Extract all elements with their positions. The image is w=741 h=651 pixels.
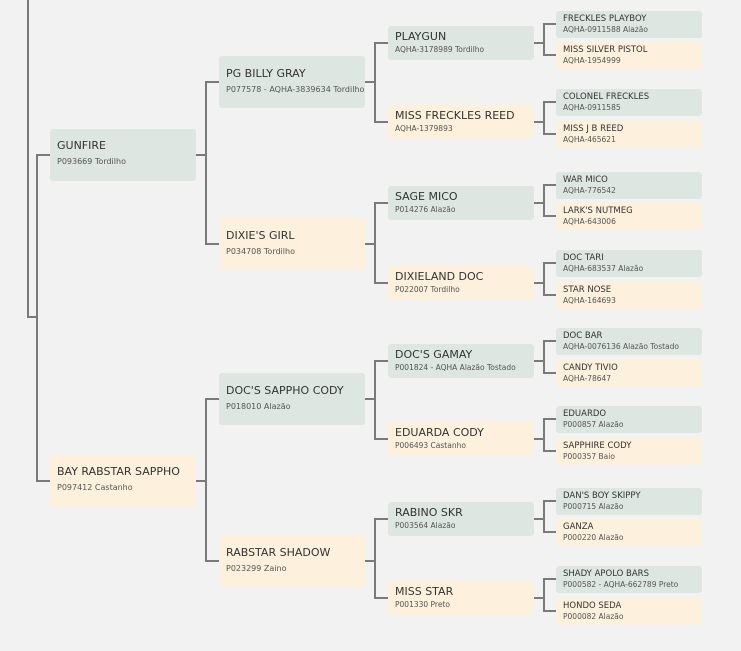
horse-details: AQHA-683537 Alazão [563, 264, 644, 273]
horse-card-g4-1[interactable]: FRECKLES PLAYBOY AQHA-0911588 Alazão [556, 11, 702, 38]
horse-card-g4-5[interactable]: WAR MICO AQHA-776542 [556, 172, 702, 199]
horse-name: STAR NOSE [563, 285, 612, 295]
horse-name: EDUARDO [563, 409, 607, 419]
horse-card-dam-sire[interactable]: DOC'S SAPPHO CODY P018010 Alazão [219, 373, 365, 425]
horse-details: AQHA-0076136 Alazão Tostado [563, 342, 680, 351]
horse-details: P018010 Alazão [226, 402, 291, 411]
horse-name: COLONEL FRECKLES [563, 92, 650, 102]
horse-card-g4-3[interactable]: COLONEL FRECKLES AQHA-0911585 [556, 89, 702, 116]
horse-details: P000357 Baio [563, 452, 615, 461]
horse-details: P000082 Alazão [563, 612, 624, 621]
horse-details: P000220 Alazão [563, 533, 624, 542]
horse-card-g4-15[interactable]: SHADY APOLO BARS P000582 - AQHA-662789 P… [556, 566, 702, 593]
horse-name: BAY RABSTAR SAPPHO [57, 465, 180, 478]
horse-card-dam-dam-sire[interactable]: RABINO SKR P003564 Alazão [388, 502, 534, 536]
horse-name: PG BILLY GRAY [226, 67, 306, 80]
horse-details: P000857 Alazão [563, 420, 624, 429]
horse-card-sire[interactable]: GUNFIRE P093669 Tordilho [50, 129, 196, 181]
horse-name: MISS FRECKLES REED [395, 109, 515, 122]
horse-details: P034708 Tordilho [226, 247, 295, 256]
horse-details: P003564 Alazão [395, 521, 456, 530]
horse-details: AQHA-1379893 [395, 124, 453, 133]
horse-name: RABINO SKR [395, 506, 463, 519]
horse-name: WAR MICO [563, 175, 608, 185]
horse-card-g4-2[interactable]: MISS SILVER PISTOL AQHA-1954999 [556, 42, 702, 69]
horse-card-g4-6[interactable]: LARK'S NUTMEG AQHA-643006 [556, 203, 702, 230]
horse-name: SHADY APOLO BARS [563, 569, 649, 579]
horse-card-dam[interactable]: BAY RABSTAR SAPPHO P097412 Castanho [50, 455, 196, 507]
horse-details: P022007 Tordilho [395, 285, 460, 294]
horse-name: MISS STAR [395, 585, 454, 598]
horse-name: CANDY TIVIO [563, 363, 618, 373]
horse-details: AQHA-776542 [563, 186, 616, 195]
horse-card-sire-sire[interactable]: PG BILLY GRAY P077578 - AQHA-3839634 Tor… [219, 56, 365, 108]
horse-details: AQHA-643006 [563, 217, 616, 226]
horse-name: RABSTAR SHADOW [226, 546, 331, 559]
horse-name: LARK'S NUTMEG [563, 206, 633, 216]
horse-details: P014276 Alazão [395, 205, 456, 214]
horse-card-g4-7[interactable]: DOC TARI AQHA-683537 Alazão [556, 250, 702, 277]
horse-card-g4-14[interactable]: GANZA P000220 Alazão [556, 519, 702, 546]
horse-name: PLAYGUN [395, 30, 447, 43]
horse-name: DOC TARI [563, 253, 604, 263]
horse-details: AQHA-164693 [563, 296, 616, 305]
horse-name: MISS J B REED [563, 124, 624, 134]
horse-card-g4-8[interactable]: STAR NOSE AQHA-164693 [556, 282, 702, 309]
horse-details: P000582 - AQHA-662789 Preto [563, 580, 679, 589]
horse-details: P006493 Castanho [395, 441, 466, 450]
horse-name: SAGE MICO [395, 190, 458, 203]
horse-details: AQHA-0911585 [563, 103, 621, 112]
horse-details: P001330 Preto [395, 600, 450, 609]
horse-name: DAN'S BOY SKIPPY [563, 491, 641, 501]
horse-name: HONDO SEDA [563, 601, 622, 611]
horse-details: P093669 Tordilho [57, 157, 126, 166]
horse-name: SAPPHIRE CODY [563, 441, 632, 451]
horse-details: P001824 - AQHA Alazão Tostado [395, 363, 516, 372]
horse-card-sire-sire-sire[interactable]: PLAYGUN AQHA-3178989 Tordilho [388, 26, 534, 60]
horse-card-g4-13[interactable]: DAN'S BOY SKIPPY P000715 Alazão [556, 488, 702, 515]
horse-name: DOC'S GAMAY [395, 348, 473, 361]
horse-details: P077578 - AQHA-3839634 Tordilho [226, 85, 365, 94]
horse-card-sire-sire-dam[interactable]: MISS FRECKLES REED AQHA-1379893 [388, 105, 534, 139]
horse-details: P023299 Zaino [226, 564, 287, 573]
horse-name: GUNFIRE [57, 139, 106, 152]
horse-card-g4-10[interactable]: CANDY TIVIO AQHA-78647 [556, 360, 702, 387]
horse-card-sire-dam-dam[interactable]: DIXIELAND DOC P022007 Tordilho [388, 266, 534, 300]
horse-details: AQHA-465621 [563, 135, 616, 144]
horse-name: GANZA [563, 522, 594, 532]
horse-card-dam-sire-sire[interactable]: DOC'S GAMAY P001824 - AQHA Alazão Tostad… [388, 344, 534, 378]
horse-card-dam-sire-dam[interactable]: EDUARDA CODY P006493 Castanho [388, 422, 534, 456]
horse-card-g4-11[interactable]: EDUARDO P000857 Alazão [556, 406, 702, 433]
horse-details: P097412 Castanho [57, 483, 133, 492]
horse-details: AQHA-78647 [563, 374, 612, 383]
horse-name: MISS SILVER PISTOL [563, 45, 648, 55]
horse-name: EDUARDA CODY [395, 426, 484, 439]
horse-name: DIXIE'S GIRL [226, 229, 295, 242]
horse-card-dam-dam[interactable]: RABSTAR SHADOW P023299 Zaino [219, 535, 365, 587]
horse-name: DOC'S SAPPHO CODY [226, 384, 344, 397]
horse-details: AQHA-0911588 Alazão [563, 25, 648, 34]
horse-details: P000715 Alazão [563, 502, 624, 511]
horse-name: FRECKLES PLAYBOY [563, 14, 647, 24]
horse-card-g4-9[interactable]: DOC BAR AQHA-0076136 Alazão Tostado [556, 328, 702, 355]
horse-details: AQHA-3178989 Tordilho [395, 45, 485, 54]
horse-card-g4-12[interactable]: SAPPHIRE CODY P000357 Baio [556, 438, 702, 465]
horse-details: AQHA-1954999 [563, 56, 621, 65]
horse-card-g4-16[interactable]: HONDO SEDA P000082 Alazão [556, 598, 702, 625]
horse-card-sire-dam[interactable]: DIXIE'S GIRL P034708 Tordilho [219, 218, 365, 270]
horse-card-dam-dam-dam[interactable]: MISS STAR P001330 Preto [388, 581, 534, 615]
horse-card-sire-dam-sire[interactable]: SAGE MICO P014276 Alazão [388, 186, 534, 220]
horse-name: DOC BAR [563, 331, 603, 341]
horse-card-g4-4[interactable]: MISS J B REED AQHA-465621 [556, 121, 702, 148]
horse-name: DIXIELAND DOC [395, 270, 484, 283]
